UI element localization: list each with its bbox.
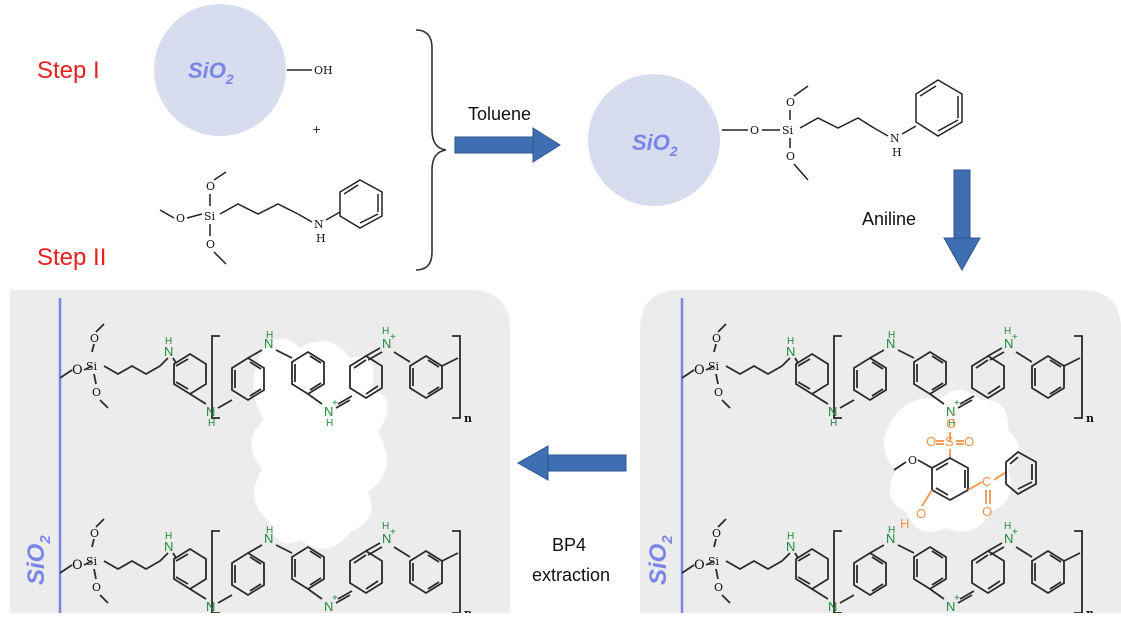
svg-text:O: O xyxy=(786,96,795,109)
svg-text:O: O xyxy=(176,212,185,225)
svg-text:S: S xyxy=(945,434,954,449)
aniline-arrow xyxy=(943,169,981,272)
extracted-panel: SiO2 xyxy=(10,290,510,618)
svg-text:O: O xyxy=(786,150,795,163)
extraction-label: extraction xyxy=(532,565,610,585)
toluene-arrow xyxy=(454,127,561,163)
svg-text:O: O xyxy=(206,238,215,251)
sio2-label: SiO2 xyxy=(188,58,234,87)
step-1-label: Step I xyxy=(37,57,100,84)
svg-text:H: H xyxy=(900,516,909,531)
svg-text:O: O xyxy=(916,506,926,521)
svg-text:O: O xyxy=(946,416,956,431)
sio2-surface-label-left: SiO2 xyxy=(23,535,54,585)
silica-particle-oh: SiO2 OH xyxy=(154,4,333,136)
toluene-label: Toluene xyxy=(468,104,531,124)
bp4-label: BP4 xyxy=(552,535,586,555)
aniline-label: Aniline xyxy=(862,209,916,229)
svg-text:H: H xyxy=(316,232,326,245)
svg-text:O: O xyxy=(750,124,759,137)
svg-text:O: O xyxy=(982,504,992,519)
svg-text:Si: Si xyxy=(204,210,216,223)
bp4-extraction-arrow xyxy=(516,445,627,481)
svg-text:N: N xyxy=(314,218,324,231)
svg-text:N: N xyxy=(890,132,900,145)
svg-text:O: O xyxy=(926,434,936,449)
functionalized-silica: SiO2 O Si O O N H xyxy=(588,74,963,206)
svg-text:C: C xyxy=(982,474,991,489)
svg-text:-: - xyxy=(952,406,956,421)
step-2-label: Step II xyxy=(37,244,106,271)
silica-particle xyxy=(154,4,286,136)
plus-sign: + xyxy=(312,123,321,136)
hydroxyl-label: OH xyxy=(314,64,333,77)
svg-text:H: H xyxy=(892,146,902,159)
svg-text:Si: Si xyxy=(782,124,794,137)
svg-text:O: O xyxy=(206,180,215,193)
grouping-brace xyxy=(415,29,447,271)
silica-particle-2 xyxy=(588,74,720,206)
silane-reagent: O Si O O N H xyxy=(159,171,383,265)
sio2-label-2: SiO2 xyxy=(632,130,678,159)
sio2-surface-label-right: SiO2 xyxy=(645,535,676,585)
bp4-loaded-panel: SiO2 O - O S O O O xyxy=(640,290,1121,618)
svg-text:O: O xyxy=(908,454,917,467)
bp4-molecule: O - O S O O O H C xyxy=(893,406,1037,531)
svg-text:O: O xyxy=(964,434,974,449)
